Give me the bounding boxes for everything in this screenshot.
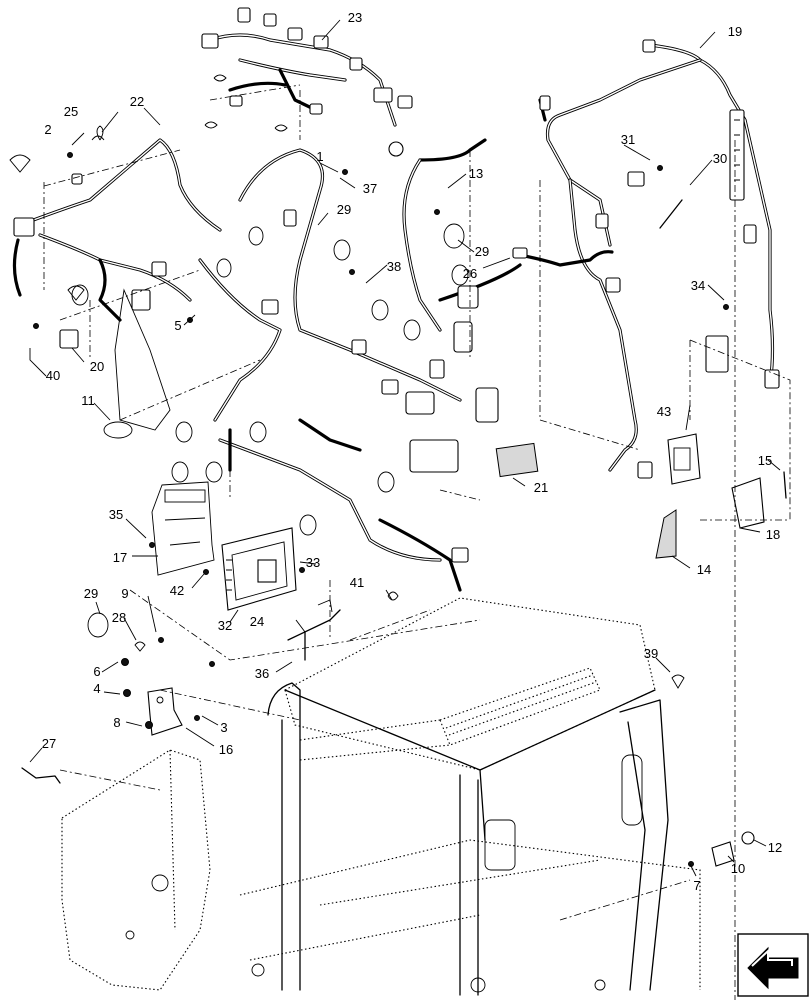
callout-1: 1 bbox=[316, 149, 323, 164]
loop-clamps bbox=[71, 226, 469, 536]
callout-28: 28 bbox=[112, 610, 126, 625]
callout-39: 39 bbox=[644, 646, 658, 661]
part-18 bbox=[731, 477, 765, 529]
callout-41: 41 bbox=[350, 575, 364, 590]
main-harness bbox=[114, 148, 499, 592]
callout-34: 34 bbox=[691, 278, 705, 293]
callout-24: 24 bbox=[250, 614, 264, 629]
callout-10: 10 bbox=[731, 861, 745, 876]
callout-29-left: 29 bbox=[84, 586, 98, 601]
callout-42: 42 bbox=[170, 583, 184, 598]
callout-5: 5 bbox=[174, 318, 181, 333]
callout-21: 21 bbox=[534, 480, 548, 495]
callout-16: 16 bbox=[219, 742, 233, 757]
callout-7: 7 bbox=[693, 878, 700, 893]
callout-37: 37 bbox=[363, 181, 377, 196]
fasteners bbox=[21, 125, 787, 867]
callout-32: 32 bbox=[218, 618, 232, 633]
callout-8: 8 bbox=[113, 715, 120, 730]
module-21 bbox=[495, 442, 539, 478]
callout-3: 3 bbox=[220, 720, 227, 735]
callout-25: 25 bbox=[64, 104, 78, 119]
callout-4: 4 bbox=[93, 681, 100, 696]
callout-35: 35 bbox=[109, 507, 123, 522]
harness-center-right bbox=[402, 138, 528, 332]
bracket-24 bbox=[287, 599, 341, 661]
harness-19 bbox=[518, 39, 780, 479]
callout-22: 22 bbox=[130, 94, 144, 109]
module-43 bbox=[667, 433, 701, 485]
callout-14: 14 bbox=[697, 562, 711, 577]
callout-leaders bbox=[29, 19, 781, 877]
harness-22 bbox=[9, 135, 222, 322]
harness-23 bbox=[201, 7, 413, 157]
callout-36: 36 bbox=[255, 666, 269, 681]
callout-30: 30 bbox=[713, 151, 727, 166]
part-14 bbox=[655, 509, 677, 559]
callout-9: 9 bbox=[121, 586, 128, 601]
callout-11: 11 bbox=[81, 393, 95, 408]
callout-17: 17 bbox=[113, 550, 127, 565]
callout-29-top: 29 bbox=[337, 202, 351, 217]
callout-29-mid: 29 bbox=[475, 244, 489, 259]
bracket-17 bbox=[151, 481, 215, 576]
roof-vent bbox=[439, 667, 601, 746]
callout-13: 13 bbox=[469, 166, 483, 181]
module-32 bbox=[221, 527, 297, 611]
bracket-16 bbox=[147, 687, 183, 736]
alignment-lines bbox=[43, 84, 791, 1000]
callout-38: 38 bbox=[387, 259, 401, 274]
callout-31: 31 bbox=[621, 132, 635, 147]
callout-20: 20 bbox=[90, 359, 104, 374]
callout-labels: 1 2 3 4 5 6 7 8 9 10 11 12 13 14 15 16 1… bbox=[42, 10, 782, 893]
callout-33: 33 bbox=[306, 555, 320, 570]
cab-frame bbox=[61, 597, 701, 996]
callout-26: 26 bbox=[463, 266, 477, 281]
callout-27: 27 bbox=[42, 736, 56, 751]
callout-6: 6 bbox=[93, 664, 100, 679]
part-20 bbox=[59, 329, 79, 349]
callout-40: 40 bbox=[46, 368, 60, 383]
callout-19: 19 bbox=[728, 24, 742, 39]
callout-43: 43 bbox=[657, 404, 671, 419]
callout-23: 23 bbox=[348, 10, 362, 25]
callout-15: 15 bbox=[758, 453, 772, 468]
module-34 bbox=[705, 335, 729, 373]
callout-2: 2 bbox=[44, 122, 51, 137]
callout-18: 18 bbox=[766, 527, 780, 542]
callout-12: 12 bbox=[768, 840, 782, 855]
next-page-arrow-icon[interactable] bbox=[737, 933, 809, 997]
